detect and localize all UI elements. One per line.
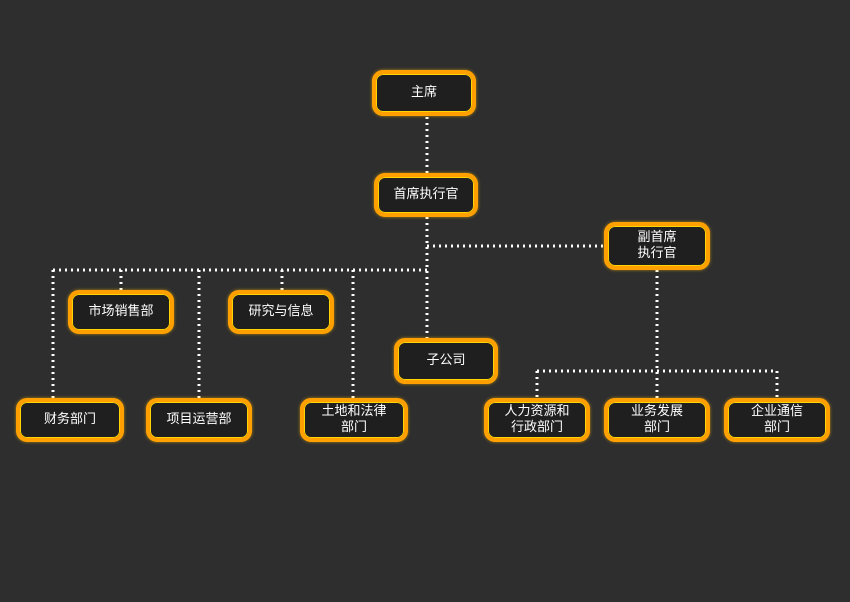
node-chairman: 主席 xyxy=(372,70,476,116)
node-label-line1: 副首席 xyxy=(637,230,677,245)
node-label: 项目运营部 xyxy=(166,412,232,427)
node-label: 主席 xyxy=(410,85,437,100)
node-label: 市场销售部 xyxy=(88,304,154,319)
node-label-line2: 部门 xyxy=(340,420,367,435)
node-label-line1: 企业通信 xyxy=(750,404,803,419)
node-marketing: 市场销售部 xyxy=(68,290,174,334)
node-label-line2: 部门 xyxy=(763,420,790,435)
node-label: 子公司 xyxy=(426,353,466,368)
node-label-line1: 业务发展 xyxy=(630,404,683,419)
node-business-dev: 业务发展 部门 xyxy=(604,398,710,442)
node-label-line1: 人力资源和 xyxy=(504,404,570,419)
node-research: 研究与信息 xyxy=(228,290,334,334)
node-finance: 财务部门 xyxy=(16,398,124,442)
node-label: 研究与信息 xyxy=(248,304,314,319)
node-land-legal: 土地和法律 部门 xyxy=(300,398,408,442)
node-ceo: 首席执行官 xyxy=(374,173,478,217)
node-enterprise-comm: 企业通信 部门 xyxy=(724,398,830,442)
node-label: 财务部门 xyxy=(43,412,96,427)
node-subsidiary: 子公司 xyxy=(394,338,498,384)
node-label: 首席执行官 xyxy=(393,187,459,202)
node-vice-ceo: 副首席 执行官 xyxy=(604,222,710,270)
node-label-line2: 执行官 xyxy=(637,246,677,261)
node-hr-admin: 人力资源和 行政部门 xyxy=(484,398,590,442)
node-label-line2: 部门 xyxy=(643,420,670,435)
node-project: 项目运营部 xyxy=(146,398,252,442)
node-label-line1: 土地和法律 xyxy=(321,404,387,419)
node-label-line2: 行政部门 xyxy=(510,420,563,435)
